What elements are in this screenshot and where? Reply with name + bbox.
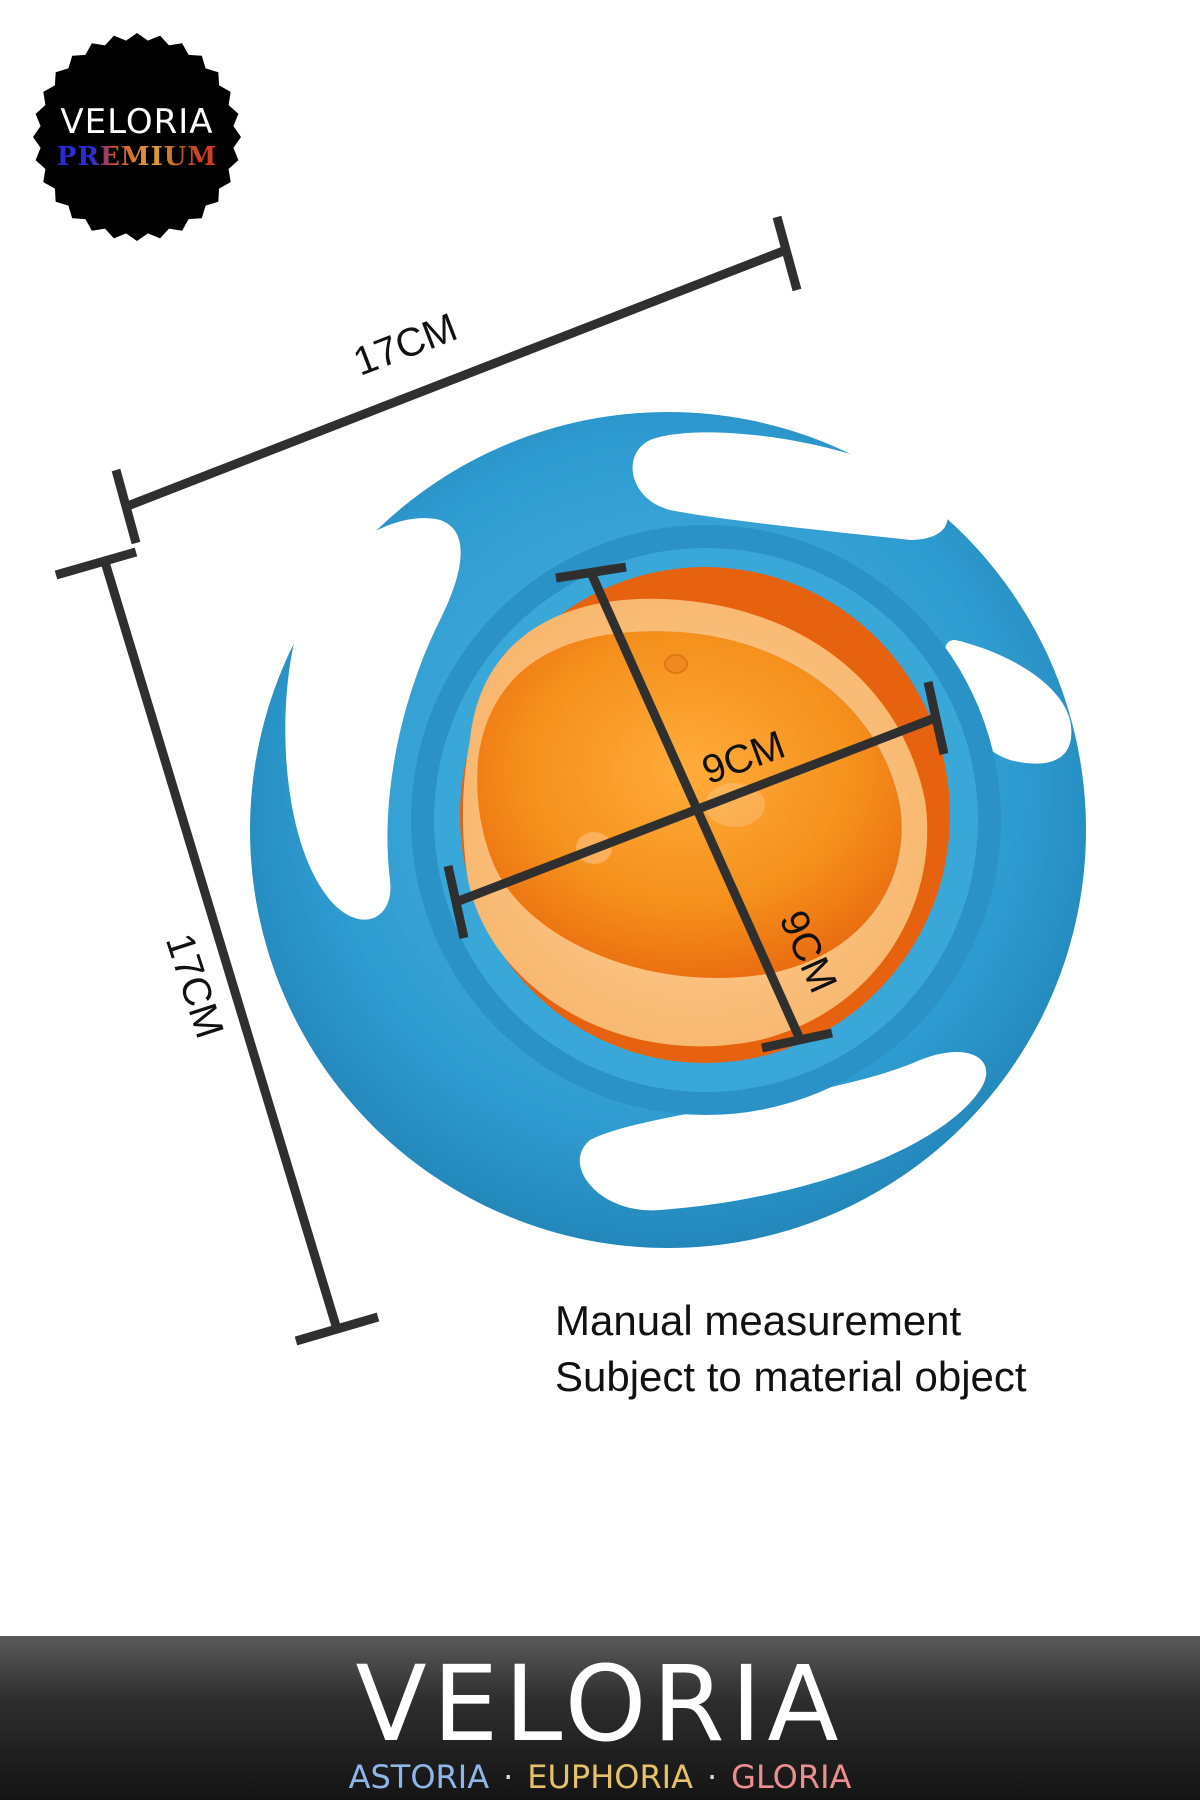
measurement-note: Manual measurement Subject to material o…: [555, 1293, 1155, 1405]
measurement-lines: [54, 215, 949, 1346]
inner-orange-bowl: [460, 567, 950, 1063]
handle-cutout-bottom: [579, 1051, 987, 1211]
footer-sub-brand-gloria: GLORIA: [731, 1758, 852, 1796]
handle-cutout-left: [285, 518, 461, 920]
note-line-2: Subject to material object: [555, 1353, 1027, 1400]
footer-separator: ·: [503, 1758, 514, 1796]
premium-badge: VELORIA PREMIUM: [32, 32, 242, 242]
footer-sub-brands: ASTORIA · EUPHORIA · GLORIA: [0, 1758, 1200, 1796]
dimension-label-outer-width: 17CM: [348, 305, 463, 384]
badge-tier-text: PREMIUM: [56, 142, 218, 172]
brand-footer: VELORIA ASTORIA · EUPHORIA · GLORIA: [0, 1636, 1200, 1800]
badge-brand-text: VELORIA: [60, 102, 214, 142]
footer-separator: ·: [707, 1758, 718, 1796]
badge-seal-shape: [33, 33, 241, 241]
footer-sub-brand-astoria: ASTORIA: [348, 1758, 490, 1796]
footer-sub-brand-euphoria: EUPHORIA: [527, 1758, 693, 1796]
handle-cutout-top: [632, 432, 948, 540]
footer-brand-logo: VELORIA: [355, 1643, 845, 1765]
note-line-1: Manual measurement: [555, 1297, 962, 1344]
